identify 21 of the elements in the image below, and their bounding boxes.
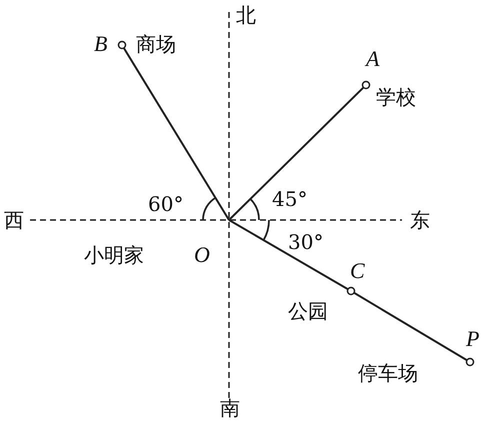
line-segment <box>228 219 348 290</box>
angle-label: 60° <box>148 193 184 215</box>
place-name: 停车场 <box>358 362 418 384</box>
place-name: 商场 <box>136 33 176 55</box>
direction-label: 西 <box>4 209 24 231</box>
angle-label: 30° <box>288 231 324 253</box>
place-name: 小明家 <box>84 244 144 266</box>
direction-label: 南 <box>220 397 240 419</box>
line-segment <box>122 47 230 221</box>
angle-label: 45° <box>272 188 308 210</box>
point-letter: P <box>466 328 480 350</box>
point-letter: O <box>194 244 210 266</box>
line-segment <box>354 292 468 362</box>
place-name: 学校 <box>376 86 416 108</box>
point-letter: A <box>366 48 380 70</box>
point-letter: B <box>94 33 108 55</box>
line-segment <box>228 86 364 221</box>
point-letter: C <box>350 260 365 282</box>
direction-label: 东 <box>410 209 430 231</box>
direction-label: 北 <box>236 4 256 26</box>
place-name: 公园 <box>288 300 328 322</box>
